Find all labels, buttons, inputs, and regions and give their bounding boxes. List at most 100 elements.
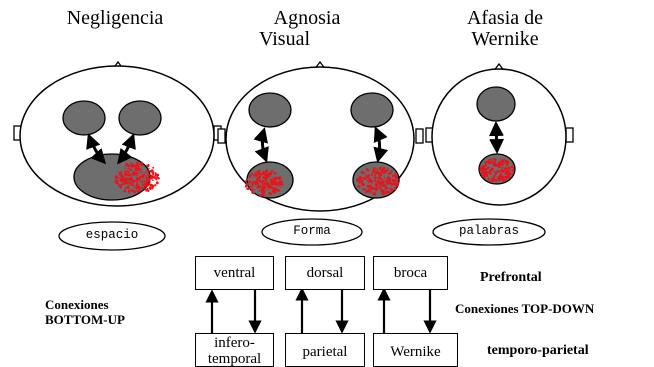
- lesion-dot: [364, 171, 365, 172]
- lesion-dot: [141, 171, 143, 173]
- lesion-dot: [265, 172, 266, 173]
- lesion-dot: [507, 176, 509, 178]
- lesion-dot: [502, 162, 504, 164]
- lesion-dot: [125, 178, 126, 179]
- lesion-dot: [366, 168, 369, 171]
- lesion-dot: [380, 188, 382, 190]
- lesion-dot: [144, 189, 146, 191]
- connection-arrows: [212, 290, 430, 333]
- lesion-dot: [270, 179, 272, 181]
- lesion-dot: [488, 167, 490, 169]
- lesion-dot: [263, 186, 266, 189]
- lesion-dot: [364, 173, 366, 175]
- lesion-dot: [388, 174, 390, 176]
- lesion-dot: [127, 170, 129, 172]
- region-circle: [249, 93, 291, 127]
- lesion-dot: [148, 168, 149, 169]
- lesion-dot: [119, 173, 121, 175]
- lesion-dot: [365, 178, 367, 180]
- lesion-dot: [488, 171, 490, 173]
- lesion-dot: [127, 168, 129, 170]
- lesion-dot: [145, 176, 146, 177]
- lesion-dot: [128, 190, 131, 193]
- box-inferotemporal-line2: temporal: [196, 351, 273, 367]
- lesion-dot: [368, 182, 369, 183]
- lesion-dot: [376, 168, 378, 170]
- lesion-dot: [371, 187, 374, 190]
- lesion-dot: [142, 174, 144, 176]
- lesion-dot: [261, 187, 264, 190]
- lesion-dot: [133, 173, 136, 176]
- lesion-dot: [121, 171, 123, 173]
- lesion-dot: [267, 177, 269, 179]
- lesion-dot: [500, 162, 502, 164]
- lesion-dot: [484, 161, 487, 164]
- lesion-dot: [152, 179, 154, 181]
- lesion-dot: [139, 181, 141, 183]
- title-afasia-wernike: Afasia de Wernike: [445, 8, 565, 50]
- lesion-dot: [362, 172, 364, 174]
- box-broca: broca: [373, 256, 448, 290]
- lesion-dot: [376, 177, 377, 178]
- lesion-dot: [152, 167, 154, 169]
- lesion-dot: [280, 176, 281, 177]
- lesion-dot: [149, 182, 150, 183]
- lesion-dot: [252, 188, 254, 190]
- lesion-dot: [481, 165, 483, 167]
- lesion-dot: [374, 174, 376, 176]
- head-agnosia-visual: [218, 62, 423, 211]
- lesion-dot: [137, 185, 139, 187]
- lesion-dot: [130, 162, 131, 163]
- box-wernike: Wernike: [373, 333, 458, 367]
- lesion-dot: [388, 182, 390, 184]
- lesion-dot: [124, 170, 125, 171]
- lesion-dot: [127, 187, 129, 189]
- lesion-dot: [253, 183, 254, 184]
- lesion-dot: [505, 161, 507, 163]
- label-temporo-parietal: temporo-parietal: [487, 343, 589, 358]
- lesion-dot: [504, 167, 507, 170]
- lesion-dot: [246, 178, 248, 180]
- lesion-dot: [384, 189, 385, 190]
- lesion-dot: [392, 175, 395, 178]
- lesion-dot: [382, 168, 384, 170]
- lesion-dot: [251, 183, 253, 185]
- lesion-dot: [256, 182, 258, 184]
- lesion-dot: [270, 183, 272, 185]
- lesion-dot: [357, 185, 360, 188]
- lesion-dot: [488, 178, 490, 180]
- lesion-dot: [143, 184, 145, 186]
- label-conexiones-bottom-up: Conexiones BOTTOM-UP: [45, 297, 125, 327]
- lesion-dot: [137, 168, 139, 170]
- lesion-dot: [149, 188, 151, 190]
- lesion-dot: [135, 180, 136, 181]
- lesion-dot: [375, 172, 377, 174]
- lesion-dot: [507, 168, 509, 170]
- lesion-dot: [131, 163, 134, 166]
- lesion-dot: [373, 171, 375, 173]
- lesion-dot: [496, 171, 498, 173]
- label-conexiones-line2: BOTTOM-UP: [45, 312, 125, 327]
- lesion-dot: [136, 190, 137, 191]
- lesion-dot: [249, 181, 250, 182]
- lesion-dot: [137, 170, 139, 172]
- lesion-dot: [146, 169, 147, 170]
- lesion-dot: [277, 189, 280, 192]
- lesion-dot: [122, 176, 125, 179]
- lesion-dot: [387, 177, 390, 180]
- lesion-dot: [394, 187, 397, 190]
- box-inferotemporal-line1: infero-: [196, 335, 273, 351]
- title-afasia-line1: Afasia de: [445, 8, 565, 29]
- lesion-dot: [156, 181, 159, 184]
- lesion-dot: [371, 172, 373, 174]
- lesion-dot: [262, 180, 264, 182]
- lesion-dot: [509, 166, 511, 168]
- region-circle: [74, 154, 150, 200]
- lesion-dot: [359, 178, 361, 180]
- lesion-dot: [395, 178, 397, 180]
- lesion-dot: [122, 173, 124, 175]
- lesion-dot: [397, 184, 399, 186]
- lesion-dot: [141, 187, 143, 189]
- lesion-dot: [502, 170, 504, 172]
- lesion-dot: [491, 168, 494, 171]
